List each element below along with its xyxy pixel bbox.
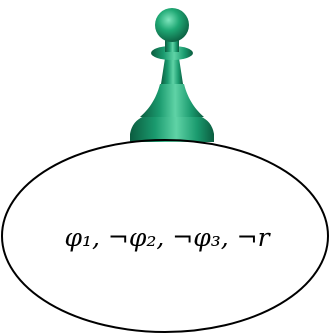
chess-pawn-icon [130, 8, 214, 142]
node-formula-label: φ₁, ¬φ₂, ¬φ₃, ¬r [64, 223, 271, 252]
pawn-base [130, 115, 214, 142]
pawn-stem [161, 58, 183, 84]
pawn-skirt [140, 84, 204, 117]
pawn-head [155, 8, 189, 42]
